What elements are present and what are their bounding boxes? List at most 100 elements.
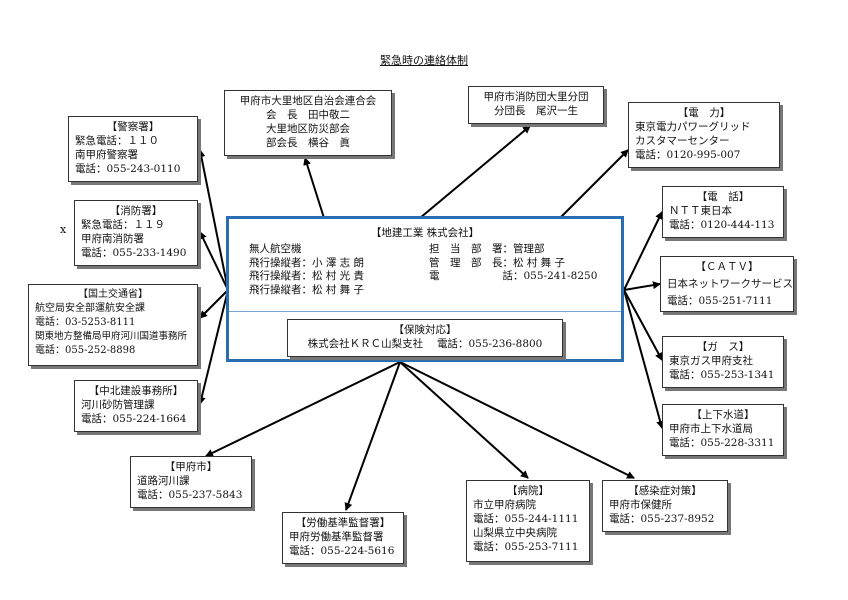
contact-line: 【労働基準監督署】 <box>295 517 391 529</box>
contact-line: 電話：055-253-7111 <box>473 541 579 553</box>
contact-box-kofushi: 【甲府市】 道路河川課 電話：055-237-5843 <box>130 456 252 508</box>
main-left-line: 飛行操縦者：松 村 舞 子 <box>249 283 365 296</box>
main-left-line: 飛行操縦者：松 村 光 貴 <box>249 270 365 282</box>
contact-line: 電話：055-237-5843 <box>137 489 243 501</box>
contact-line: 【上下水道】 <box>691 409 755 421</box>
contact-box-jichikai: 甲府市大里地区自治会連合会 会 長 田中敬二 大里地区防災部会 部会長 横谷 眞 <box>224 90 392 156</box>
contact-line: 南甲府警察署 <box>75 149 138 161</box>
contact-line: 電話：03-5253-8111 <box>35 317 136 328</box>
insurance-line: 株式会社ＫＲＣ山梨支社 電話：055-236-8800 <box>307 337 543 350</box>
main-company-title: 【地建工業 株式会社】 <box>370 227 480 239</box>
contact-line: 【甲府市】 <box>164 461 218 473</box>
contact-line: 日本ネットワークサービス <box>667 278 793 290</box>
contact-line: 分団長 尾沢一生 <box>494 105 578 117</box>
arrow-denwa <box>623 211 663 291</box>
contact-box-suido: 【上下水道】 甲府市上下水道局 電話：055-228-3311 <box>662 404 784 456</box>
contact-line: 【感染症対策】 <box>628 485 702 497</box>
arrow-denryoku <box>559 149 629 219</box>
contact-line: 【ＣＡＴＶ】 <box>695 261 759 273</box>
contact-box-keisatsu: 【警察署】 緊急電話：１１０ 南甲府警察署 電話：055-243-0110 <box>68 116 198 182</box>
contact-box-kansen: 【感染症対策】 甲府市保健所 電話：055-237-8952 <box>602 480 728 532</box>
contact-line: 市立甲府病院 <box>473 499 536 511</box>
contact-line: 甲府市消防団大里分団 <box>483 91 589 103</box>
arrow-shobosho <box>199 231 229 291</box>
contact-line: 電話：055-228-3311 <box>669 437 775 449</box>
contact-line: 【病院】 <box>507 485 549 497</box>
main-right-column: 担 当 部 署：管理部 管 理 部 長：松 村 舞 子 電 話：055-241-… <box>429 243 597 284</box>
contact-line: 東京電力パワーグリッド <box>635 121 751 133</box>
contact-line: 緊急電話：１１０ <box>75 135 159 147</box>
contact-box-catv: 【ＣＡＴＶ】 日本ネットワークサービス 電話：055-251-7111 <box>660 256 794 312</box>
contact-line: 電話：0120-995-007 <box>635 149 741 161</box>
diagram-title: 緊急時の連絡体制 <box>380 54 468 67</box>
arrow-suido <box>623 289 664 429</box>
contact-box-denryoku: 【電 力】 東京電力パワーグリッド カスタマーセンター 電話：0120-995-… <box>628 102 780 168</box>
contact-line: 【ガ ス】 <box>696 341 750 353</box>
contact-box-kokudo: 【国土交通省】 航空局安全部運航安全課 電話：03-5253-8111 関東地方… <box>28 284 198 366</box>
insurance-title: 【保険対応】 <box>393 324 457 336</box>
main-left-column: 無人航空機 飛行操縦者：小 澤 志 朗 飛行操縦者：松 村 光 貴 飛行操縦者：… <box>249 243 364 297</box>
contact-line: 【警察署】 <box>106 121 160 133</box>
contact-line: 甲府労働基準監督署 <box>289 531 384 543</box>
contact-box-byoin: 【病院】 市立甲府病院 電話：055-244-1111 山梨県立中央病院 電話：… <box>466 480 590 562</box>
arrow-keisatsu <box>197 149 229 291</box>
contact-line: 電話：055-243-0110 <box>75 163 181 175</box>
arrow-kofushi <box>205 361 401 457</box>
contact-line: 甲府市保健所 <box>609 499 672 511</box>
contact-line: 航空局安全部運航安全課 <box>35 303 145 314</box>
arrow-jichikai <box>303 157 325 219</box>
main-left-line: 無人航空機 <box>249 243 302 255</box>
arrow-kansen <box>399 361 635 479</box>
contact-line: 緊急電話：１１９ <box>81 219 165 231</box>
contact-box-gas: 【ガ ス】 東京ガス甲府支社 電話：055-253-1341 <box>662 336 784 388</box>
contact-line: 電話：055-253-1341 <box>669 369 775 381</box>
arrow-rodo <box>344 361 401 511</box>
main-right-line: 電 話：055-241-8250 <box>429 270 598 282</box>
arrow-chuhoku <box>197 289 229 405</box>
contact-line: 電話：055-244-1111 <box>473 513 579 525</box>
contact-line: 電話：055-237-8952 <box>609 513 715 525</box>
contact-line: 電話：055-252-8898 <box>35 345 136 356</box>
contact-line: 甲府市大里地区自治会連合会 <box>239 95 377 107</box>
contact-line: 関東地方整備局甲府河川国道事務所 <box>35 331 188 342</box>
contact-line: 【電 話】 <box>696 191 750 203</box>
contact-line: 【国土交通省】 <box>78 289 148 300</box>
contact-box-rodo: 【労働基準監督署】 甲府労働基準監督署 電話：055-224-5616 <box>282 512 404 564</box>
contact-box-shobosho: 【消防署】 緊急電話：１１９ 甲府南消防署 電話：055-233-1490 <box>74 200 198 266</box>
main-right-line: 担 当 部 署：管理部 <box>429 243 545 255</box>
main-right-line: 管 理 部 長：松 村 舞 子 <box>429 256 566 269</box>
contact-line: 電話：055-224-5616 <box>289 545 395 557</box>
contact-box-denwa: 【電 話】 ＮＴＴ東日本 電話：0120-444-113 <box>662 186 784 238</box>
contact-line: 【電 力】 <box>677 107 731 119</box>
contact-line: 東京ガス甲府支社 <box>669 355 753 367</box>
contact-line: カスタマーセンター <box>635 135 730 147</box>
insurance-box: 【保険対応】 株式会社ＫＲＣ山梨支社 電話：055-236-8800 <box>287 319 563 357</box>
arrow-shobodan <box>419 125 531 219</box>
main-company-box: 【地建工業 株式会社】 無人航空機 飛行操縦者：小 澤 志 朗 飛行操縦者：松 … <box>226 216 624 362</box>
contact-line: 大里地区防災部会 <box>266 123 350 135</box>
contact-line: 電話：055-233-1490 <box>81 247 187 259</box>
contact-line: 甲府市上下水道局 <box>669 423 753 435</box>
stray-mark: x <box>60 223 67 236</box>
contact-line: 河川砂防管理課 <box>81 399 155 411</box>
contact-line: 電話：055-224-1664 <box>81 413 187 425</box>
contact-line: 会 長 田中敬二 <box>266 109 350 121</box>
contact-line: 電話：055-251-7111 <box>667 295 773 307</box>
contact-line: 部会長 横谷 眞 <box>266 137 350 149</box>
contact-line: 道路河川課 <box>137 475 190 487</box>
contact-line: ＮＴＴ東日本 <box>669 205 732 217</box>
contact-line: 【中北建設事務所】 <box>88 385 184 397</box>
contact-box-shobodan: 甲府市消防団大里分団 分団長 尾沢一生 <box>468 86 604 124</box>
arrow-byoin <box>399 361 529 479</box>
main-divider <box>229 311 621 312</box>
main-left-line: 飛行操縦者：小 澤 志 朗 <box>249 256 365 269</box>
contact-line: 山梨県立中央病院 <box>473 527 557 539</box>
arrow-kokudo <box>199 289 229 319</box>
contact-box-chuhoku: 【中北建設事務所】 河川砂防管理課 電話：055-224-1664 <box>74 380 198 432</box>
arrow-catv <box>623 281 661 291</box>
arrow-gas <box>623 289 663 361</box>
contact-line: 甲府南消防署 <box>81 233 144 245</box>
contact-line: 【消防署】 <box>109 205 163 217</box>
contact-line: 電話：0120-444-113 <box>669 219 775 231</box>
